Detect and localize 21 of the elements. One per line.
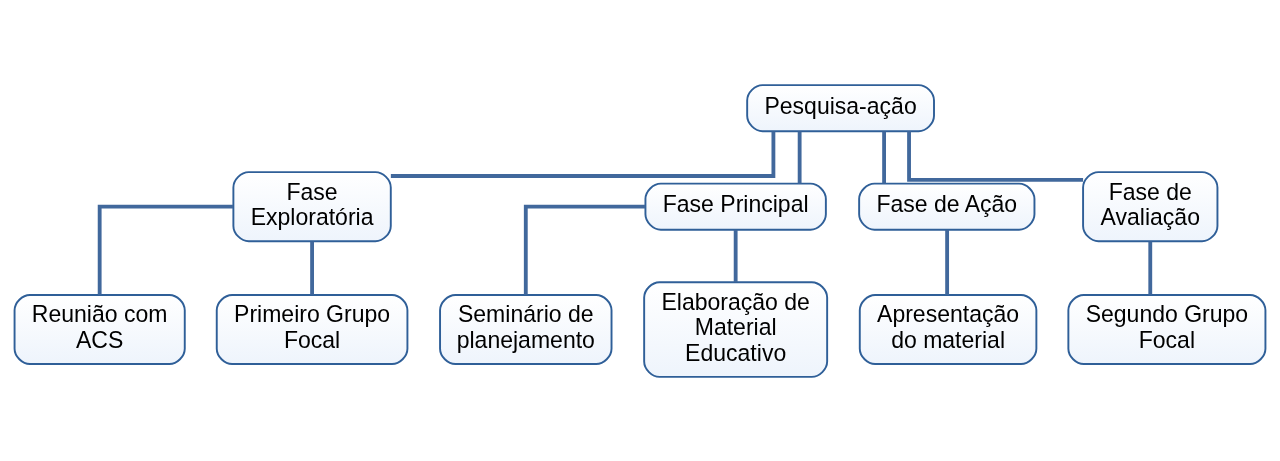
node-box: Fase Principal [644,182,827,231]
connector [310,241,314,295]
connector [907,130,1084,182]
node-box: Reunião com ACS [13,293,186,365]
node-box: Segundo Grupo Focal [1067,293,1267,365]
node-box: Primeiro Grupo Focal [215,293,409,365]
connector [882,131,886,183]
connector [523,204,646,295]
node-box: Elaboração de Material Educativo [643,280,829,378]
connector [733,229,738,282]
node-box: Fase de Ação [858,182,1036,231]
node-box: Pesquisa-ação [746,83,935,132]
connector [390,131,776,178]
connector [945,229,950,295]
node-box: Fase Exploratória [232,170,392,242]
connector [97,204,233,295]
connector [797,131,802,183]
connector [1148,241,1153,295]
node-box: Fase de Avaliação [1082,170,1219,242]
node-box: Apresentação do material [858,293,1038,365]
node-box: Seminário de planejamento [439,293,613,365]
